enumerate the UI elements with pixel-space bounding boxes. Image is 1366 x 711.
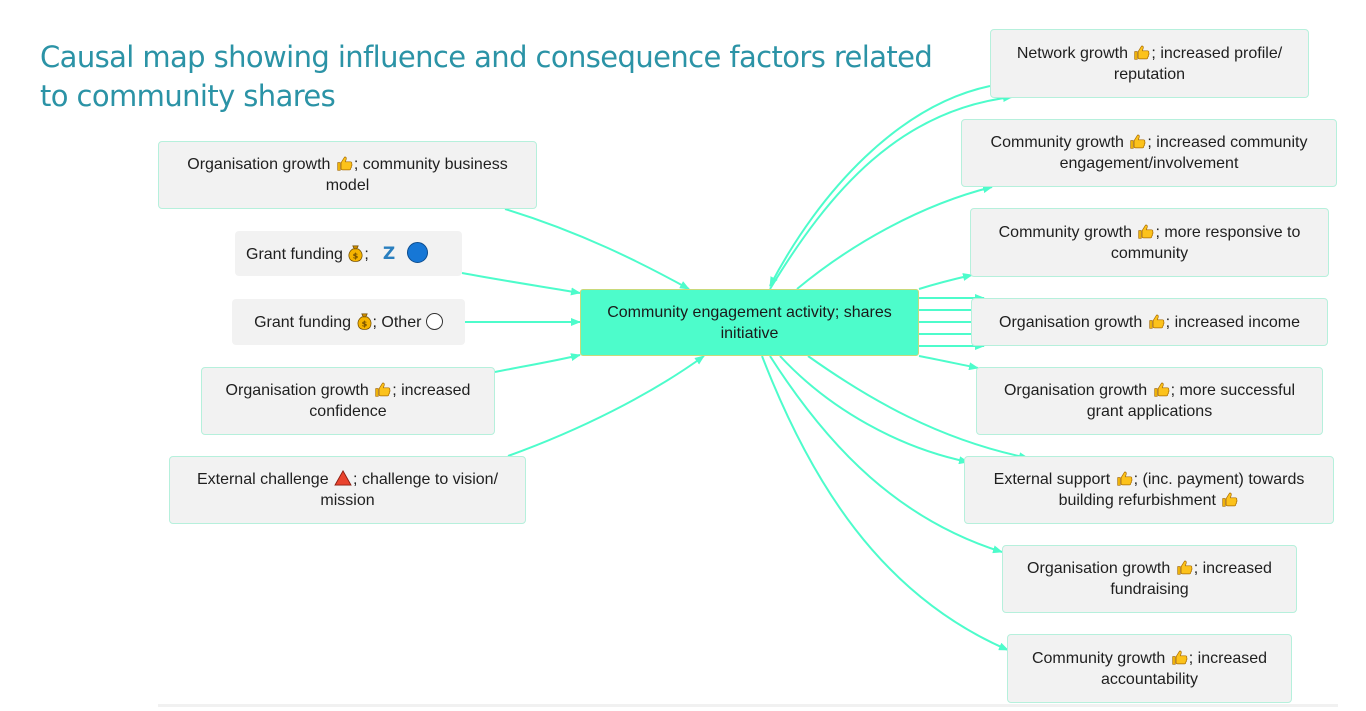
thumbs-up-icon	[1129, 133, 1146, 150]
thumbs-up-icon	[1137, 223, 1154, 240]
footer-divider	[158, 704, 1338, 707]
node-label: ; community business model	[325, 156, 508, 194]
edge-community-engagement	[796, 185, 993, 290]
center-node-label: Community engagement activity; shares in…	[607, 303, 892, 342]
thumbs-up-icon	[1221, 491, 1238, 508]
thumbs-up-icon	[1153, 381, 1170, 398]
warning-triangle-icon	[334, 470, 352, 486]
node-label: ; more responsive to community	[1110, 223, 1301, 262]
node-label: Community growth	[1031, 649, 1170, 667]
thumbs-up-icon	[336, 155, 353, 172]
edge-community-responsive	[918, 273, 973, 290]
edge-external-support-b	[779, 355, 969, 465]
thumbs-up-icon	[1171, 649, 1188, 666]
consequence-node-org-fundraising[interactable]: Organisation growth ; increased fundrais…	[1002, 545, 1297, 613]
influence-node-grant-funding-other[interactable]: Grant funding ; Other	[232, 299, 465, 345]
node-label: ; more successful grant applications	[1086, 382, 1296, 420]
node-label: ; Other	[372, 313, 426, 331]
edge-network-growth-b	[769, 85, 991, 287]
node-label: External support	[993, 471, 1115, 488]
edge-org-fundraising	[769, 355, 1003, 554]
node-label: Organisation growth	[187, 156, 335, 173]
edge-community-accountability	[761, 355, 1009, 651]
consequence-node-network-growth[interactable]: Network growth ; increased profile/ repu…	[990, 29, 1309, 98]
node-label: ; increased accountability	[1101, 649, 1268, 688]
edge-grant-funding-z	[461, 272, 581, 296]
node-label: External challenge	[196, 471, 334, 488]
consequence-node-community-responsive[interactable]: Community growth ; more responsive to co…	[970, 208, 1329, 277]
node-label: ; increased community engagement/involve…	[1059, 134, 1308, 172]
node-label: ; (inc. payment) towards building refurb…	[1058, 471, 1305, 509]
empty-circle-icon	[425, 312, 443, 330]
page-title: Causal map showing influence and consequ…	[40, 40, 933, 113]
center-node[interactable]: Community engagement activity; shares in…	[580, 289, 919, 356]
node-label: Organisation growth	[225, 382, 374, 399]
money-bag-icon	[348, 244, 363, 262]
consequence-node-community-accountability[interactable]: Community growth ; increased accountabil…	[1007, 634, 1292, 703]
node-label: Organisation growth	[999, 313, 1147, 331]
thumbs-up-icon	[1133, 44, 1150, 61]
consequence-node-org-grant-apps[interactable]: Organisation growth ; more successful gr…	[976, 367, 1323, 435]
thumbs-up-icon	[1116, 470, 1133, 487]
edge-network-growth-a	[769, 94, 1013, 290]
influence-node-external-challenge[interactable]: External challenge ; challenge to vision…	[169, 456, 526, 524]
node-label: ; increased confidence	[309, 382, 471, 420]
edge-org-growth-confidence	[494, 353, 581, 373]
consequence-node-org-income[interactable]: Organisation growth ; increased income	[971, 298, 1328, 346]
money-bag-icon	[357, 312, 372, 330]
z-label: Z	[382, 244, 396, 264]
node-label: Organisation growth	[1027, 560, 1175, 577]
edge-external-support-a	[807, 355, 1029, 461]
node-label: Community growth	[990, 134, 1129, 151]
node-label: ; increased income	[1165, 313, 1300, 331]
consequence-node-community-engagement[interactable]: Community growth ; increased community e…	[961, 119, 1337, 187]
edge-org-growth-business-model	[504, 208, 690, 290]
thumbs-up-icon	[1176, 559, 1193, 576]
node-label: ; increased fundraising	[1110, 560, 1272, 598]
node-label: Network growth	[1016, 44, 1133, 62]
edge-org-grant-apps	[918, 355, 979, 371]
node-label: Grant funding	[246, 246, 348, 263]
node-label: ; increased profile/ reputation	[1113, 44, 1283, 83]
consequence-node-external-support[interactable]: External support ; (inc. payment) toward…	[964, 456, 1334, 524]
node-label: ;	[364, 246, 369, 263]
influence-node-grant-funding-z[interactable]: Grant funding ; Z	[235, 231, 462, 276]
influence-node-org-growth-business-model[interactable]: Organisation growth ; community business…	[158, 141, 537, 209]
node-label: ; challenge to vision/ mission	[320, 471, 499, 509]
thumbs-up-icon	[374, 381, 391, 398]
influence-node-org-growth-confidence[interactable]: Organisation growth ; increased confiden…	[201, 367, 495, 435]
thumbs-up-icon	[1148, 313, 1165, 330]
node-label: Grant funding	[254, 313, 356, 331]
blue-circle-icon	[407, 242, 429, 263]
node-label: Community growth	[998, 223, 1137, 241]
node-label: Organisation growth	[1003, 382, 1152, 399]
edge-external-challenge	[507, 355, 705, 457]
